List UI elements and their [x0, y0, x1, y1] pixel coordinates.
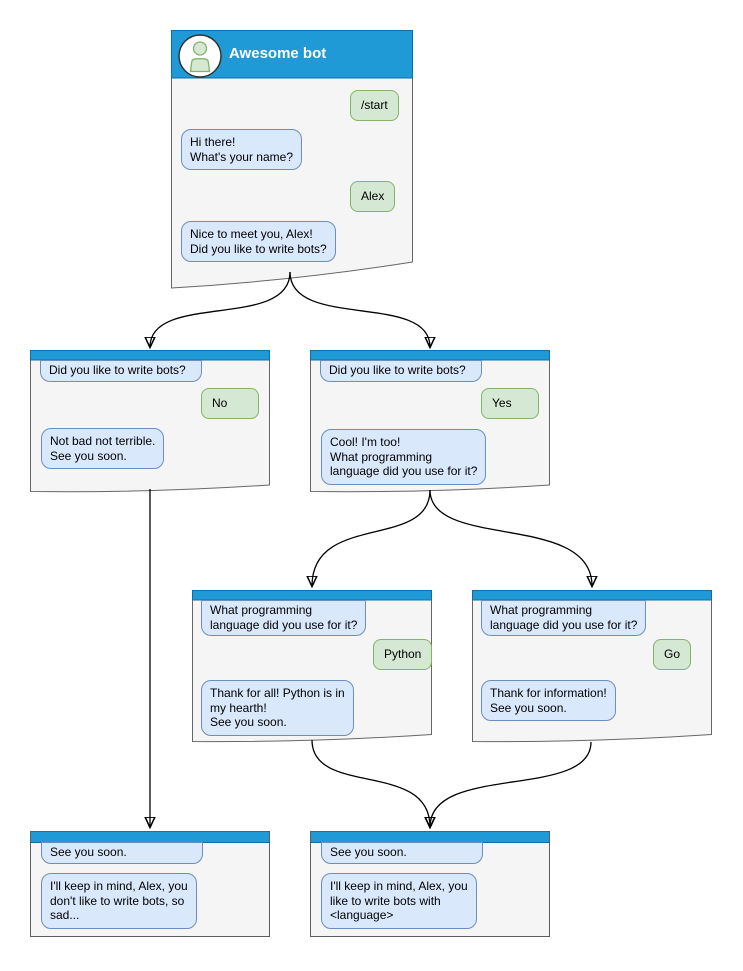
bot-message-bubble: I'll keep in mind, Alex, you don't like … — [41, 873, 197, 929]
bot-message-bubble: What programming language did you use fo… — [201, 600, 367, 636]
bot-message-bubble: Did you like to write bots? — [320, 360, 482, 382]
arrow-yes-to-python — [312, 489, 431, 586]
arrow-go-to-endyes — [430, 741, 592, 827]
user-message-bubble: Python — [373, 639, 433, 670]
arrow-python-to-endyes — [311, 739, 430, 827]
bot-message-bubble: Thank for information! See you soon. — [481, 680, 616, 721]
bot-message-bubble: What programming language did you use fo… — [481, 600, 647, 636]
bot-message-bubble: I'll keep in mind, Alex, you like to wri… — [321, 873, 477, 929]
bot-message-bubble: Cool! I'm too! What programming language… — [321, 429, 487, 485]
user-message-bubble: Go — [653, 639, 692, 670]
bot-message-bubble: Nice to meet you, Alex! Did you like to … — [181, 221, 336, 262]
chat-window-branch-no: Did you like to write bots? No Not bad n… — [30, 350, 270, 495]
window-title: Awesome bot — [229, 45, 327, 62]
bot-message-bubble: See you soon. — [41, 842, 203, 864]
avatar-person-icon — [178, 34, 222, 78]
arrow-yes-to-go — [429, 489, 592, 586]
bot-message-bubble: See you soon. — [321, 842, 483, 864]
user-message-bubble: Alex — [350, 181, 396, 212]
bot-message-bubble: Thank for all! Python is in my hearth! S… — [201, 680, 354, 736]
chat-window-main: Awesome bot /start Hi there! What's your… — [171, 30, 413, 292]
chat-window-end-yes: See you soon. I'll keep in mind, Alex, y… — [310, 831, 550, 937]
chat-window-branch-yes: Did you like to write bots? Yes Cool! I'… — [310, 350, 550, 495]
chat-window-end-no: See you soon. I'll keep in mind, Alex, y… — [30, 831, 270, 937]
bot-message-bubble: Not bad not terrible. See you soon. — [41, 428, 165, 469]
user-message-bubble: No — [201, 388, 259, 419]
bot-message-bubble: Hi there! What's your name? — [181, 129, 303, 170]
chat-window-branch-python: What programming language did you use fo… — [192, 590, 433, 745]
bot-message-bubble: Did you like to write bots? — [40, 360, 202, 382]
chat-window-branch-go: What programming language did you use fo… — [472, 590, 712, 745]
user-message-bubble: /start — [350, 90, 399, 121]
user-message-bubble: Yes — [481, 388, 539, 419]
